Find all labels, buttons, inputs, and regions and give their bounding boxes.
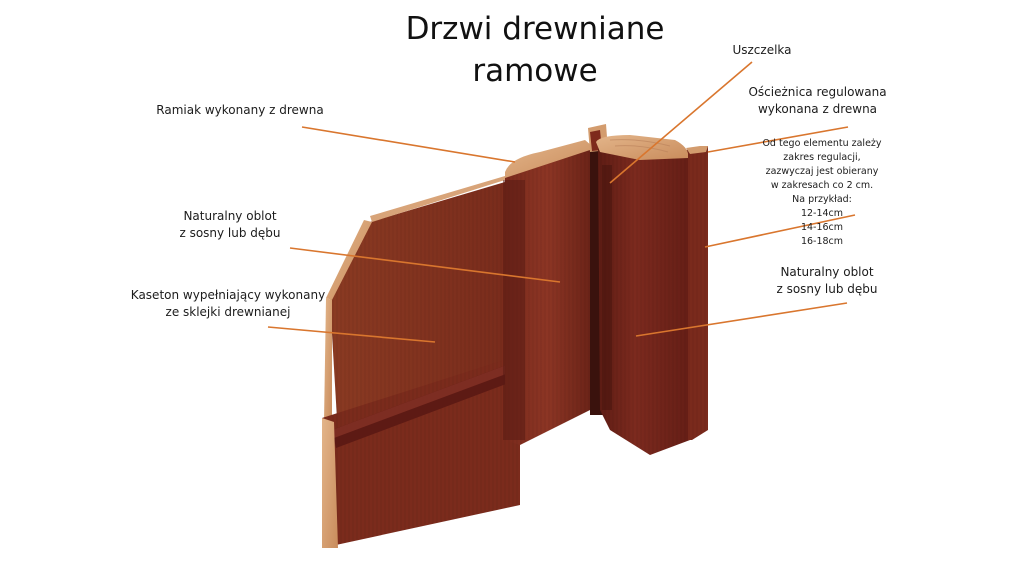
- leader-line-oscieznica: [707, 126, 849, 153]
- leader-line-oblot-left: [289, 247, 561, 283]
- label-oscieznica-line-2: wykonana z drewna: [757, 102, 878, 116]
- note-line: zakres regulacji,: [783, 152, 861, 163]
- leader-line-kaseton: [267, 326, 436, 343]
- lower-rail: [322, 355, 522, 548]
- leader-line-ramiak: [301, 126, 516, 163]
- note-range-12-14: 12-14cm: [800, 208, 844, 219]
- leader-line-uszczelka: [609, 61, 753, 184]
- note-line: zazwyczaj jest obierany: [765, 166, 879, 177]
- label-kaseton: Kaseton wypełniający wykonany ze sklejki…: [118, 287, 338, 321]
- label-oblot-left-line-1: Naturalny oblot: [183, 209, 277, 223]
- note-line: Od tego elementu zależy: [762, 138, 882, 149]
- label-ramiak: Ramiak wykonany z drewna: [140, 102, 340, 119]
- leader-line-oblot-right: [635, 302, 848, 337]
- note-range-14-16: 14-16cm: [800, 222, 844, 233]
- title-line-1: Drzwi drewniane: [405, 11, 665, 47]
- label-oscieznica: Ościeżnica regulowana wykonana z drewna: [735, 84, 900, 118]
- label-oblot-right-line-1: Naturalny oblot: [780, 265, 874, 279]
- title-line-2: ramowe: [472, 53, 598, 89]
- label-regulation-note: Od tego elementu zależy zakres regulacji…: [752, 137, 892, 249]
- label-uszczelka-text: Uszczelka: [732, 43, 792, 57]
- label-oblot-left-line-2: z sosny lub dębu: [179, 226, 281, 240]
- label-oscieznica-line-1: Ościeżnica regulowana: [748, 85, 887, 99]
- label-oblot-left: Naturalny oblot z sosny lub dębu: [150, 208, 310, 242]
- label-kaseton-line-1: Kaseton wypełniający wykonany: [130, 288, 326, 302]
- page-title: Drzwi drewniane ramowe: [330, 8, 740, 92]
- label-oblot-right-line-2: z sosny lub dębu: [776, 282, 878, 296]
- note-line: w zakresach co 2 cm.: [770, 180, 874, 191]
- oscieznica-frame: [596, 135, 708, 455]
- label-oblot-right: Naturalny oblot z sosny lub dębu: [752, 264, 902, 298]
- leader-line-regulation: [704, 214, 856, 248]
- label-uszczelka: Uszczelka: [712, 42, 812, 59]
- ramiak-stile: [503, 140, 592, 445]
- note-line: Na przykład:: [792, 194, 852, 205]
- label-kaseton-line-2: ze sklejki drewnianej: [165, 305, 291, 319]
- note-range-16-18: 16-18cm: [800, 236, 844, 247]
- label-ramiak-text: Ramiak wykonany z drewna: [156, 103, 324, 117]
